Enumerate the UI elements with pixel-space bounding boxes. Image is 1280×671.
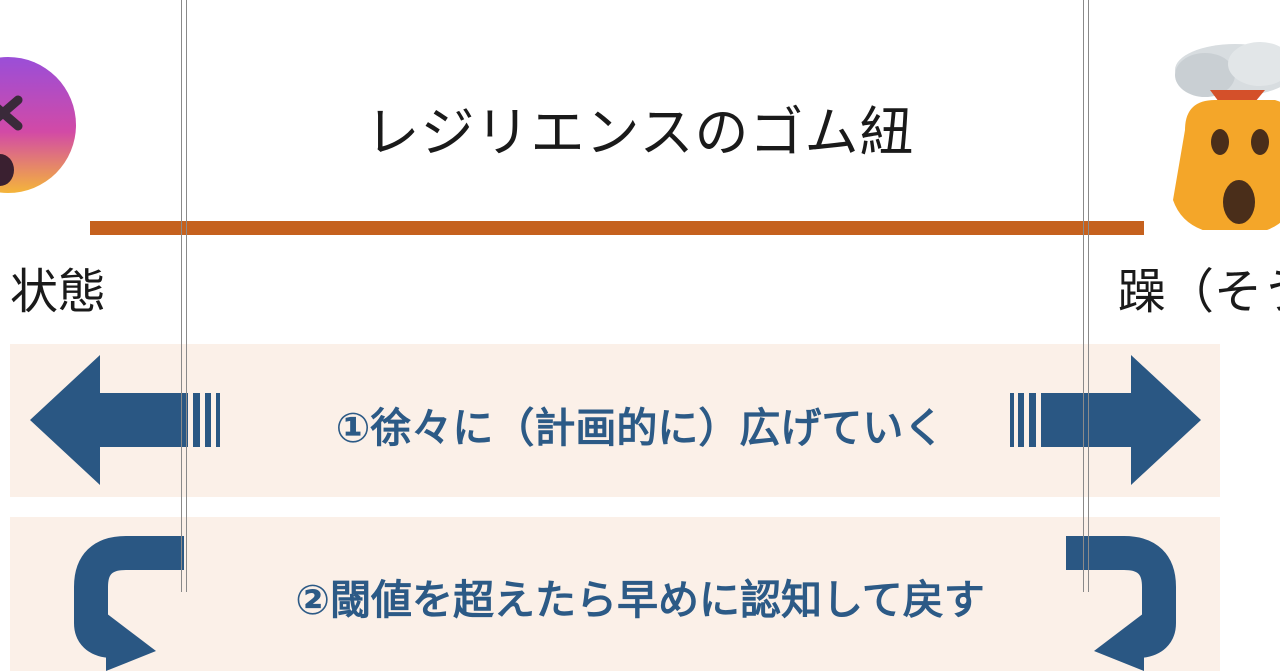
step2-text: ②閾値を超えたら早めに認知して戻す (295, 576, 985, 624)
return-arrow-icon (74, 536, 184, 671)
rubber-band-line (90, 221, 1144, 235)
right-state-label: 躁（そう (1118, 264, 1280, 320)
left-arrow-icon (30, 355, 220, 485)
right-arrow-icon (1010, 355, 1201, 485)
left-state-label: 状態 (10, 264, 107, 320)
diagram-title: レジリエンスのゴム紐 (365, 101, 915, 164)
step2-band (10, 517, 1220, 671)
left-threshold-line (181, 0, 187, 592)
exploding-head-icon (1173, 42, 1280, 230)
right-threshold-line (1083, 0, 1089, 592)
return-arrow-icon (1066, 536, 1176, 671)
dizzy-face-icon (0, 57, 76, 193)
step1-text: ①徐々に（計画的に）広げていく (335, 404, 945, 452)
